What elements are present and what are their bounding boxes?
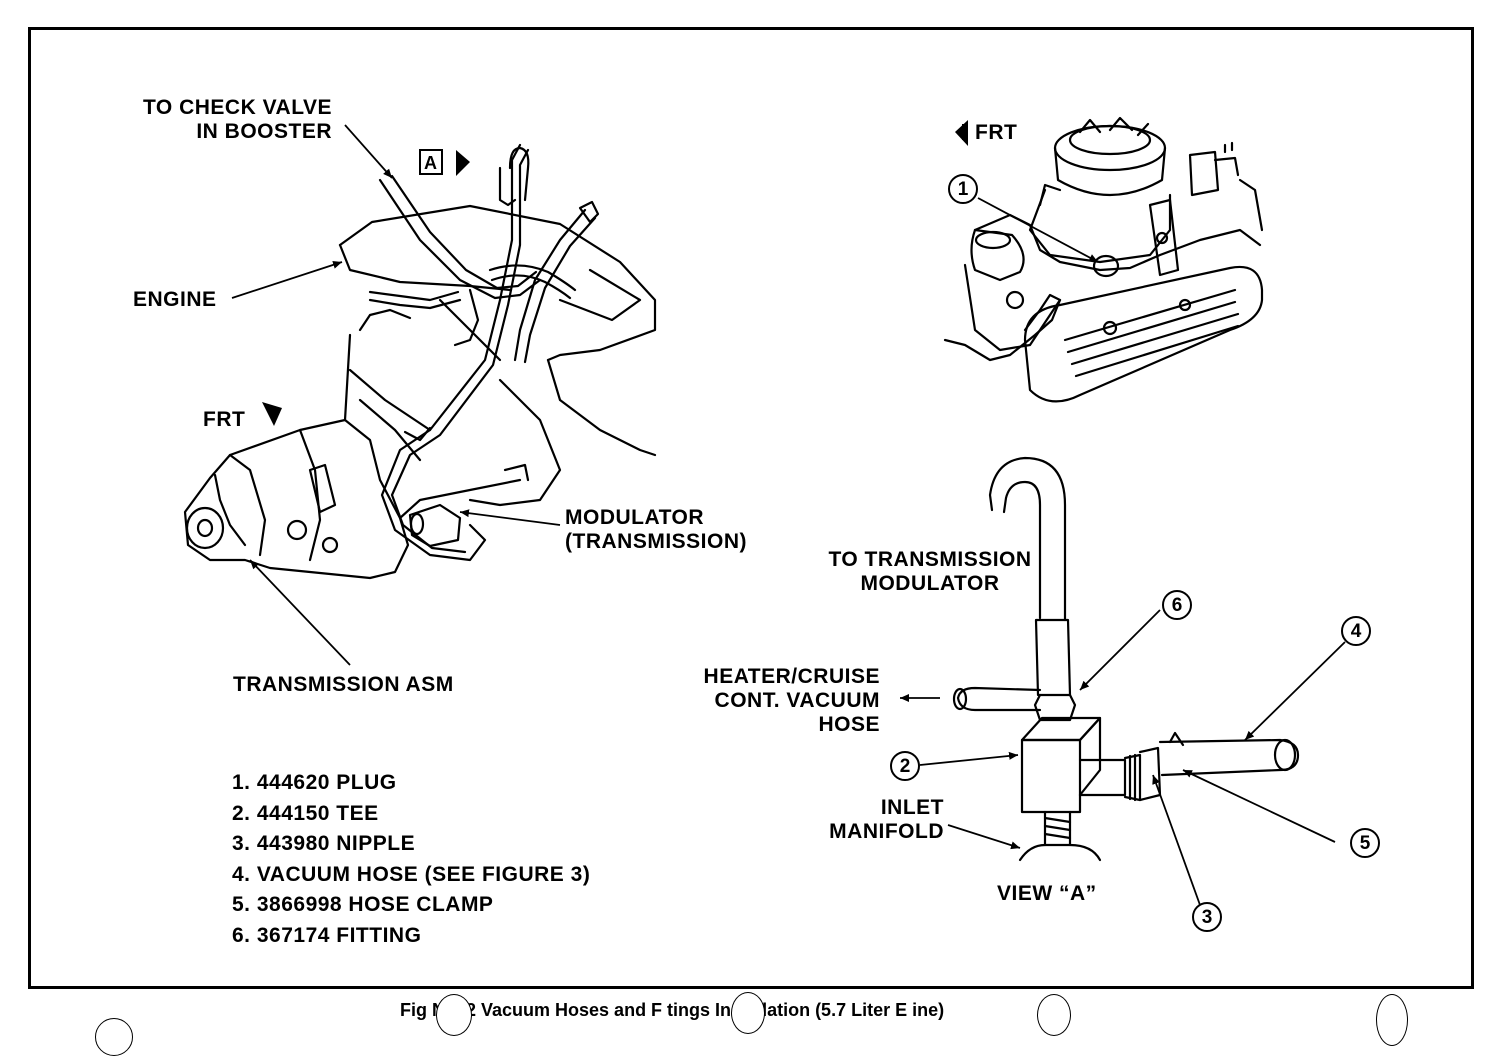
front-label-right: FRT xyxy=(975,121,1018,144)
to-transmission-modulator-line1: TO TRANSMISSION xyxy=(828,548,1032,571)
check-valve-label: TO CHECK VALVE IN BOOSTER xyxy=(120,96,332,144)
punch-hole xyxy=(1037,994,1071,1036)
punch-hole xyxy=(436,994,472,1036)
legend-item: 3. 443980 NIPPLE xyxy=(232,832,416,855)
front-label-left: FRT xyxy=(203,408,246,431)
engine-label: ENGINE xyxy=(133,288,217,311)
figure-caption: Fig No. 2 Vacuum Hoses and F tings Insta… xyxy=(400,1000,945,1020)
callout-1: 1 xyxy=(948,174,978,204)
to-transmission-modulator-line2: MODULATOR xyxy=(860,572,1000,595)
legend-item: 1. 444620 PLUG xyxy=(232,771,397,794)
modulator-label: MODULATOR (TRANSMISSION) xyxy=(565,506,747,554)
parts-legend: 1. 444620 PLUG 2. 444150 TEE 3. 443980 N… xyxy=(232,768,590,951)
inlet-manifold-line2: MANIFOLD xyxy=(829,820,944,843)
legend-item: 2. 444150 TEE xyxy=(232,801,379,825)
check-valve-label-line1: TO CHECK VALVE xyxy=(142,96,332,119)
punch-hole xyxy=(1376,994,1408,1046)
to-transmission-modulator-label: TO TRANSMISSION MODULATOR xyxy=(815,548,1045,596)
punch-hole xyxy=(95,1018,133,1056)
heater-cruise-line1: HEATER/CRUISE xyxy=(703,665,880,688)
callout-2: 2 xyxy=(890,751,920,781)
inlet-manifold-line1: INLET xyxy=(880,796,944,819)
punch-hole xyxy=(731,992,765,1034)
view-ref-label: A xyxy=(424,153,438,173)
check-valve-label-line2: IN BOOSTER xyxy=(196,120,332,143)
view-a-title: VIEW “A” xyxy=(997,882,1097,905)
view-a-box xyxy=(419,149,443,175)
modulator-label-line1: MODULATOR xyxy=(565,506,705,529)
view-a-arrow-icon xyxy=(456,150,470,176)
figure-frame xyxy=(28,27,1474,989)
intake-manifold-drawing xyxy=(943,116,1264,403)
engine-transmission-drawing xyxy=(183,143,657,580)
view-a-drawing xyxy=(952,456,1300,862)
inlet-manifold-label: INLET MANIFOLD xyxy=(800,796,944,844)
callout-4: 4 xyxy=(1341,616,1371,646)
callout-5: 5 xyxy=(1350,828,1380,858)
modulator-label-line2: (TRANSMISSION) xyxy=(565,530,747,553)
heater-cruise-label: HEATER/CRUISE CONT. VACUUM HOSE xyxy=(680,665,880,737)
legend-item: 6. 367174 FITTING xyxy=(232,923,422,947)
callout-3: 3 xyxy=(1192,902,1222,932)
heater-cruise-line2: CONT. VACUUM xyxy=(714,689,880,712)
transmission-asm-label: TRANSMISSION ASM xyxy=(233,673,454,696)
heater-cruise-line3: HOSE xyxy=(818,713,880,736)
legend-item: 4. VACUUM HOSE (SEE FIGURE 3) xyxy=(232,862,591,886)
front-arrow-left-icon xyxy=(262,402,282,426)
legend-item: 5. 3866998 HOSE CLAMP xyxy=(232,893,494,916)
callout-6: 6 xyxy=(1162,590,1192,620)
